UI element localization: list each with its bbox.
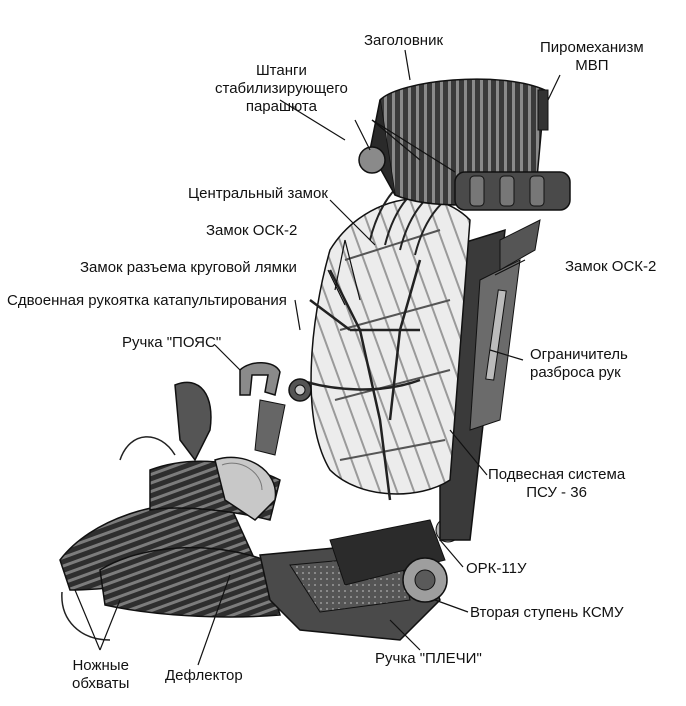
label-leg-guards: Ножные обхваты: [72, 657, 129, 693]
seat-bucket: [259, 517, 461, 641]
label-rods-line1: Штанги: [255, 62, 307, 79]
label-central-lock: Центральный замок: [188, 185, 328, 202]
harness-straps: [299, 259, 422, 501]
label-shoulders-handle: Ручка "ПЛЕЧИ": [375, 650, 482, 667]
parachute-pack: [310, 197, 471, 495]
leader-lines: [74, 49, 561, 666]
label-osk-lock-right: Замок ОСК-2: [565, 258, 657, 275]
label-rods-line3: парашюта: [245, 98, 317, 115]
label-harness-line1: Подвесная система: [488, 466, 626, 483]
label-harness-line2: ПСУ - 36: [526, 484, 587, 501]
label-pyro-line2: МВП: [575, 57, 609, 74]
label-strap-lock: Замок разъема круговой лямки: [80, 259, 297, 276]
label-stage2: Вторая ступень КСМУ: [470, 604, 624, 621]
ejection-handles: [239, 362, 312, 456]
label-leg-line1: Ножные: [72, 657, 129, 674]
label-harness: Подвесная система ПСУ - 36: [488, 466, 625, 502]
label-pyro: Пиромеханизм МВП: [540, 39, 644, 75]
label-rods-line2: стабилизирующего: [215, 80, 348, 97]
label-leg-line2: обхваты: [72, 675, 130, 692]
label-limiter: Ограничитель разброса рук: [530, 346, 628, 382]
deflector: [174, 381, 277, 521]
label-stabilizer-rods: Штанги стабилизирующего парашюта: [215, 62, 348, 116]
label-limiter-line1: Ограничитель: [530, 346, 628, 363]
label-headrest: Заголовник: [364, 32, 444, 49]
label-pyro-line1: Пиромеханизм: [540, 39, 644, 56]
label-double-handle: Сдвоенная рукоятка катапультирования: [7, 292, 287, 309]
headrest: [358, 78, 571, 211]
label-osk-lock-left: Замок ОСК-2: [206, 222, 298, 239]
label-limiter-line2: разброса рук: [530, 364, 621, 381]
label-deflector: Дефлектор: [165, 667, 243, 684]
label-belt-handle: Ручка "ПОЯС": [122, 334, 222, 351]
label-ork: ОРК-11У: [466, 560, 527, 577]
